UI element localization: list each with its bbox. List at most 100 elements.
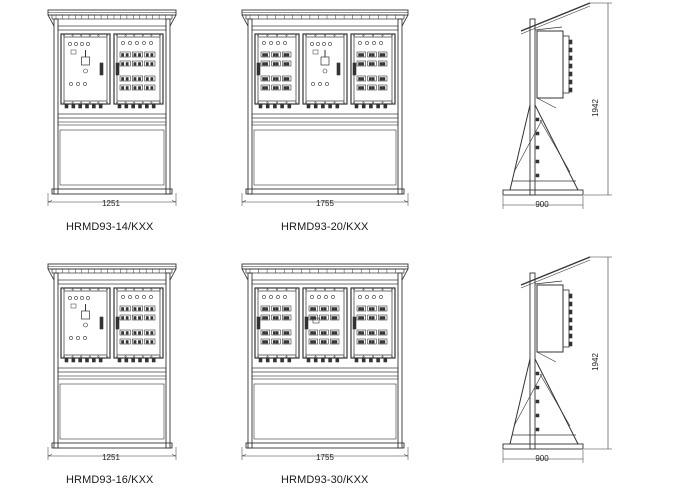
bolt: [80, 101, 83, 104]
post-bracket: [535, 399, 540, 404]
socket-outlet: [271, 329, 281, 336]
bolt: [63, 288, 65, 291]
side-post: [529, 18, 536, 196]
cable-gland: [376, 103, 380, 109]
dimension-arrow: [47, 200, 53, 203]
socket-outlet: [319, 305, 329, 312]
socket-pin: [121, 340, 125, 344]
indicator-lamp: [283, 41, 287, 45]
bolt: [150, 101, 153, 104]
socket-pin: [361, 307, 364, 311]
cable-gland: [145, 357, 149, 363]
socket-pin: [313, 340, 316, 344]
side-door: [562, 35, 570, 94]
indicator-lamp: [68, 296, 72, 300]
dimension-arrow: [171, 200, 177, 203]
socket-pin: [272, 62, 276, 66]
indicator-lamp: [69, 336, 73, 340]
bolt: [314, 288, 317, 291]
bolt: [88, 288, 91, 291]
socket-pin: [382, 316, 386, 320]
socket-outlet: [132, 75, 143, 82]
socket-outlet: [144, 314, 156, 321]
socket-outlet: [367, 60, 377, 67]
socket-outlet: [367, 329, 377, 336]
socket-pin: [286, 307, 290, 311]
bolt: [362, 34, 365, 37]
socket-pin: [323, 331, 327, 335]
socket-outlet: [356, 75, 366, 82]
side-gland: [568, 63, 573, 69]
socket-pin: [320, 331, 324, 335]
indicator-lamp: [358, 295, 362, 299]
socket-pin: [125, 331, 129, 335]
socket-outlet: [260, 75, 270, 82]
bolt: [285, 101, 288, 104]
indicator-lamp: [76, 82, 80, 86]
side-view-top: [502, 2, 612, 209]
socket-pin: [262, 331, 266, 335]
bolt: [324, 288, 326, 291]
socket-pin: [283, 307, 287, 311]
side-gland: [568, 341, 573, 347]
socket-outlet: [282, 75, 292, 82]
side-gland: [568, 301, 573, 307]
indicator-lamp: [121, 41, 125, 45]
frame-post: [247, 18, 253, 195]
socket-outlet: [282, 51, 292, 58]
socket-outlet: [378, 338, 388, 345]
socket-outlet: [260, 329, 270, 336]
socket-outlet: [260, 51, 270, 58]
bolt: [353, 34, 355, 37]
cable-gland: [306, 103, 311, 109]
post-bracket: [535, 173, 540, 178]
socket-outlet: [260, 305, 270, 312]
enclosure-door: [353, 290, 393, 356]
socket-outlet: [119, 314, 131, 321]
socket-pin: [138, 53, 141, 57]
side-gland: [568, 47, 573, 53]
cable-gland: [369, 103, 373, 109]
socket-pin: [286, 340, 290, 344]
socket-pin: [334, 331, 338, 335]
cable-gland: [369, 357, 373, 363]
socket-pin: [382, 307, 386, 311]
socket-pin: [323, 340, 327, 344]
socket-pin: [382, 340, 386, 344]
socket-pin: [358, 62, 362, 66]
post-bracket: [535, 385, 540, 390]
canopy-roof: [520, 5, 591, 35]
socket-outlet: [132, 51, 143, 58]
cable-gland: [287, 357, 292, 363]
cable-gland: [258, 103, 263, 109]
socket-outlet: [144, 51, 156, 58]
socket-pin: [138, 307, 141, 311]
socket-pin: [145, 86, 149, 90]
socket-pin: [150, 316, 154, 320]
socket-pin: [283, 62, 287, 66]
cable-gland: [124, 357, 129, 363]
cable-gland: [117, 103, 122, 109]
indicator-lamp: [83, 82, 87, 86]
socket-outlet: [378, 75, 388, 82]
width-dimension-hrmd93-14: 1251: [102, 199, 120, 208]
enclosure-door: [116, 290, 161, 356]
canopy-brace: [169, 14, 177, 27]
door-handle: [99, 316, 104, 330]
bolt: [343, 34, 345, 37]
socket-pin: [361, 340, 364, 344]
socket-pin: [262, 307, 266, 311]
socket-outlet: [367, 84, 377, 91]
door-handle: [115, 62, 120, 76]
brace: [539, 119, 571, 173]
a-frame-leg: [534, 358, 579, 445]
socket-pin: [145, 53, 149, 57]
socket-pin: [133, 86, 137, 90]
socket-pin: [313, 307, 316, 311]
bolt: [106, 288, 108, 291]
side-post: [529, 272, 536, 450]
indicator-lamp: [149, 295, 153, 299]
post-bracket: [535, 159, 540, 164]
canopy-beam: [51, 14, 173, 20]
front-view-hrmd93-14: [47, 9, 177, 206]
